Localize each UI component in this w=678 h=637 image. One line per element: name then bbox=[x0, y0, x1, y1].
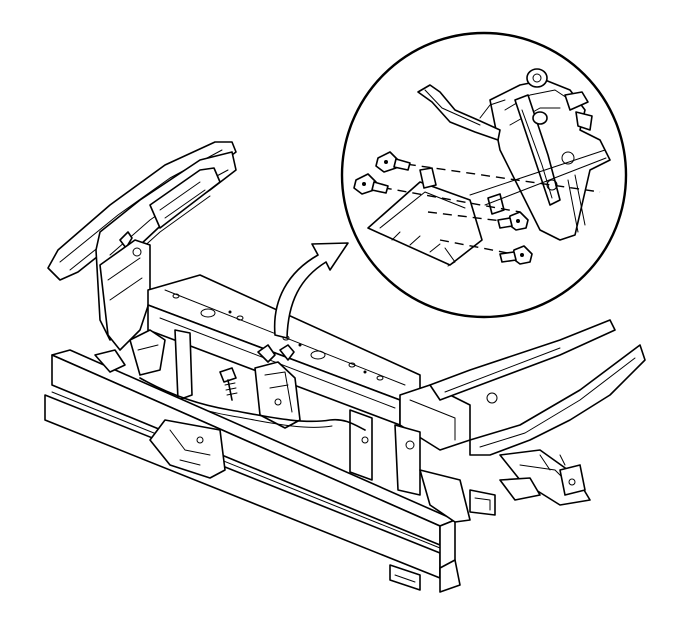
latch-detail bbox=[417, 68, 611, 241]
latch-bolt-3 bbox=[497, 211, 529, 231]
latch-bolt-4 bbox=[499, 245, 533, 265]
latch-bolt-2 bbox=[353, 173, 389, 195]
left-frame-rail bbox=[99, 239, 151, 351]
bolt-main bbox=[219, 367, 238, 401]
bracket-plate-detail bbox=[367, 167, 505, 267]
detail-view-circle bbox=[340, 31, 628, 319]
detail-indicator-arrow bbox=[273, 242, 349, 339]
bumper-impact-bar bbox=[44, 329, 461, 593]
latch-bolt-1 bbox=[375, 151, 411, 173]
right-fender bbox=[429, 319, 646, 506]
right-lower-structure bbox=[419, 469, 541, 523]
